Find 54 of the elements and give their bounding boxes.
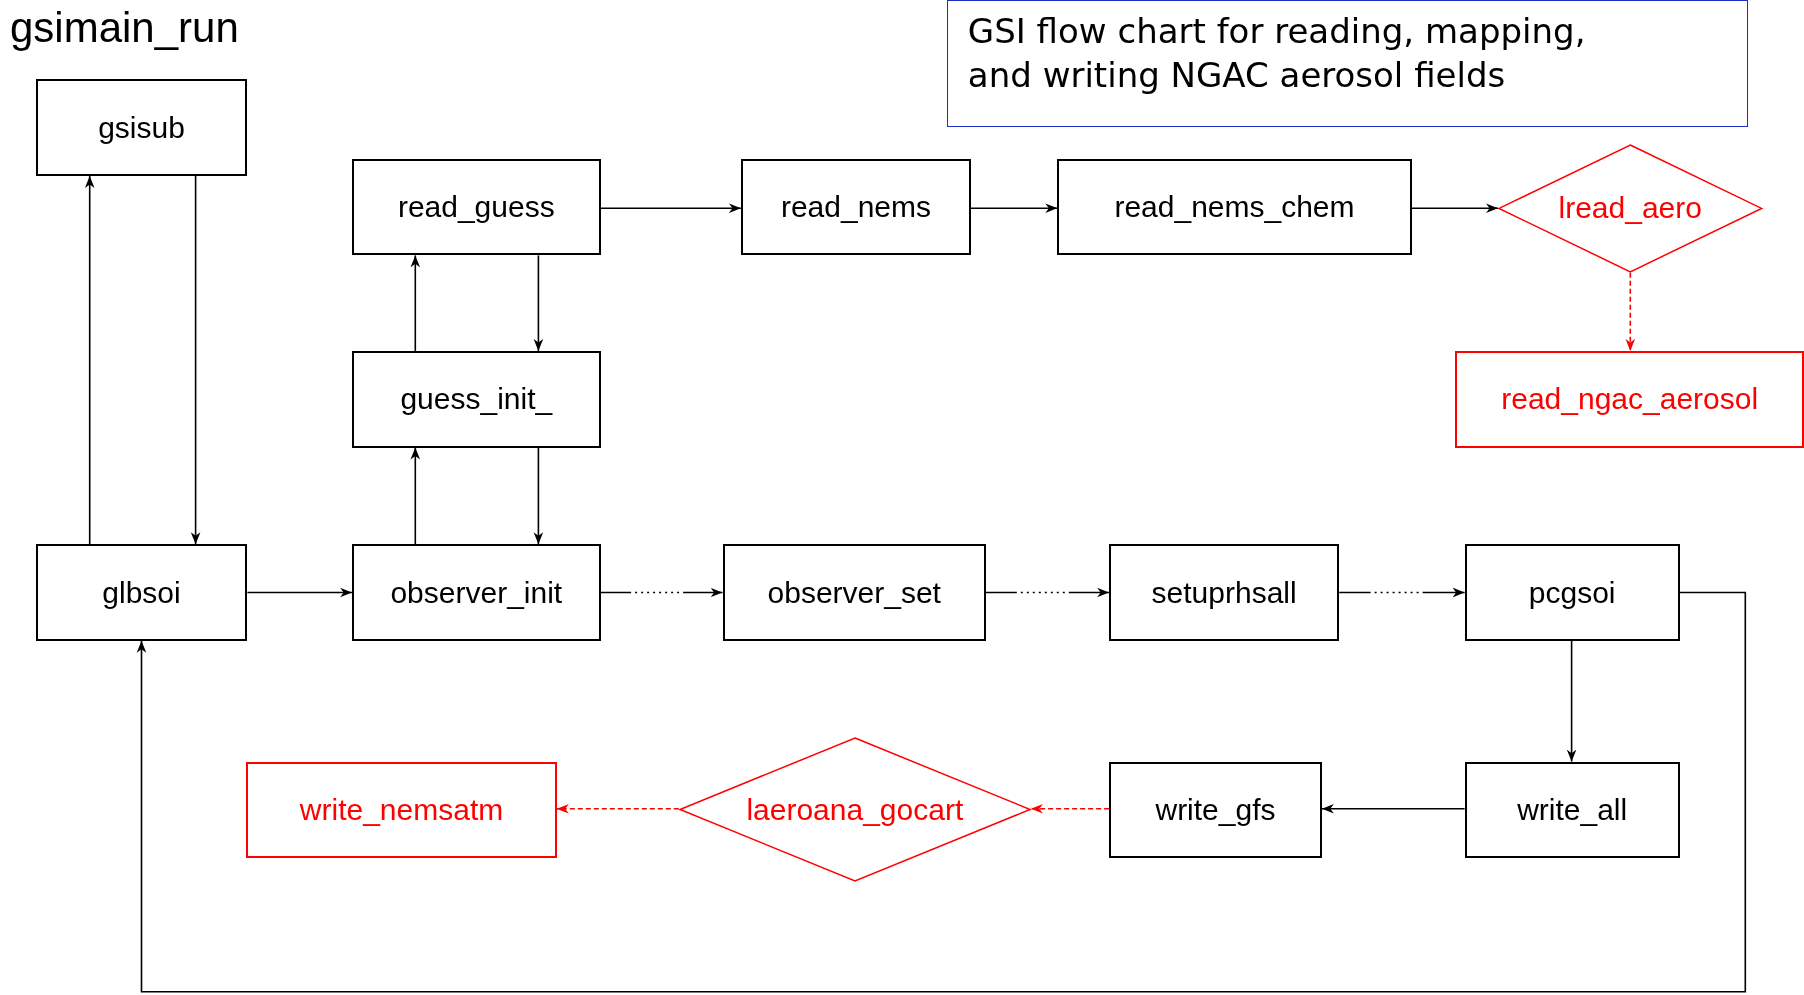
node-label: write_nemsatm <box>299 792 504 827</box>
process-box <box>740 158 971 256</box>
arrow <box>1030 804 1110 814</box>
process-box <box>352 158 601 256</box>
arrow <box>556 804 680 814</box>
process-box <box>352 544 601 641</box>
node-label: observer_init <box>390 575 563 610</box>
arrow <box>84 175 95 545</box>
node-label: read_nems_chem <box>1114 190 1355 225</box>
process-box <box>1109 544 1340 641</box>
node-label: read_ngac_aerosol <box>1501 382 1759 417</box>
node-label: read_guess <box>397 190 555 225</box>
process-box <box>246 761 557 859</box>
note-box <box>946 0 1748 127</box>
node-label: lread_aero <box>1558 191 1702 226</box>
process-box <box>1455 350 1804 448</box>
process-box <box>1057 158 1412 256</box>
process-box <box>35 544 248 641</box>
node-label: observer_set <box>767 575 941 610</box>
process-box <box>1464 761 1680 859</box>
arrow <box>1410 203 1499 213</box>
arrow <box>136 591 1747 993</box>
arrow <box>1566 640 1577 763</box>
diagram-title: gsimain_run <box>10 4 239 52</box>
node-label: write_gfs <box>1155 792 1276 827</box>
process-box <box>1109 761 1322 859</box>
arrow <box>410 446 421 545</box>
arrow <box>533 254 544 352</box>
process-box <box>352 350 601 448</box>
arrow <box>1338 587 1466 598</box>
arrow <box>533 446 544 545</box>
node-label: gsisub <box>98 110 185 145</box>
node-label: read_nems <box>780 190 931 225</box>
arrow <box>599 587 724 598</box>
arrow <box>970 203 1059 213</box>
node-label: setuprhsall <box>1151 575 1297 610</box>
arrow <box>190 175 201 545</box>
process-box <box>1464 544 1680 641</box>
decision-diamond <box>1497 143 1763 273</box>
node-label: guess_init_ <box>400 382 553 417</box>
note-text: GSI flow chart for reading, mapping, and writing NGAC aerosol fields <box>967 10 1587 98</box>
process-box <box>722 544 986 641</box>
process-box <box>35 79 248 176</box>
arrow <box>246 587 353 598</box>
arrow <box>1625 271 1636 352</box>
arrow <box>985 587 1110 598</box>
decision-diamond <box>678 737 1031 883</box>
node-label: write_all <box>1517 792 1628 827</box>
node-label: pcgsoi <box>1528 575 1616 610</box>
arrow <box>599 203 742 213</box>
arrow <box>410 254 421 352</box>
arrow <box>1321 804 1466 814</box>
node-label: glbsoi <box>102 575 181 610</box>
node-label: laeroana_gocart <box>746 792 964 827</box>
